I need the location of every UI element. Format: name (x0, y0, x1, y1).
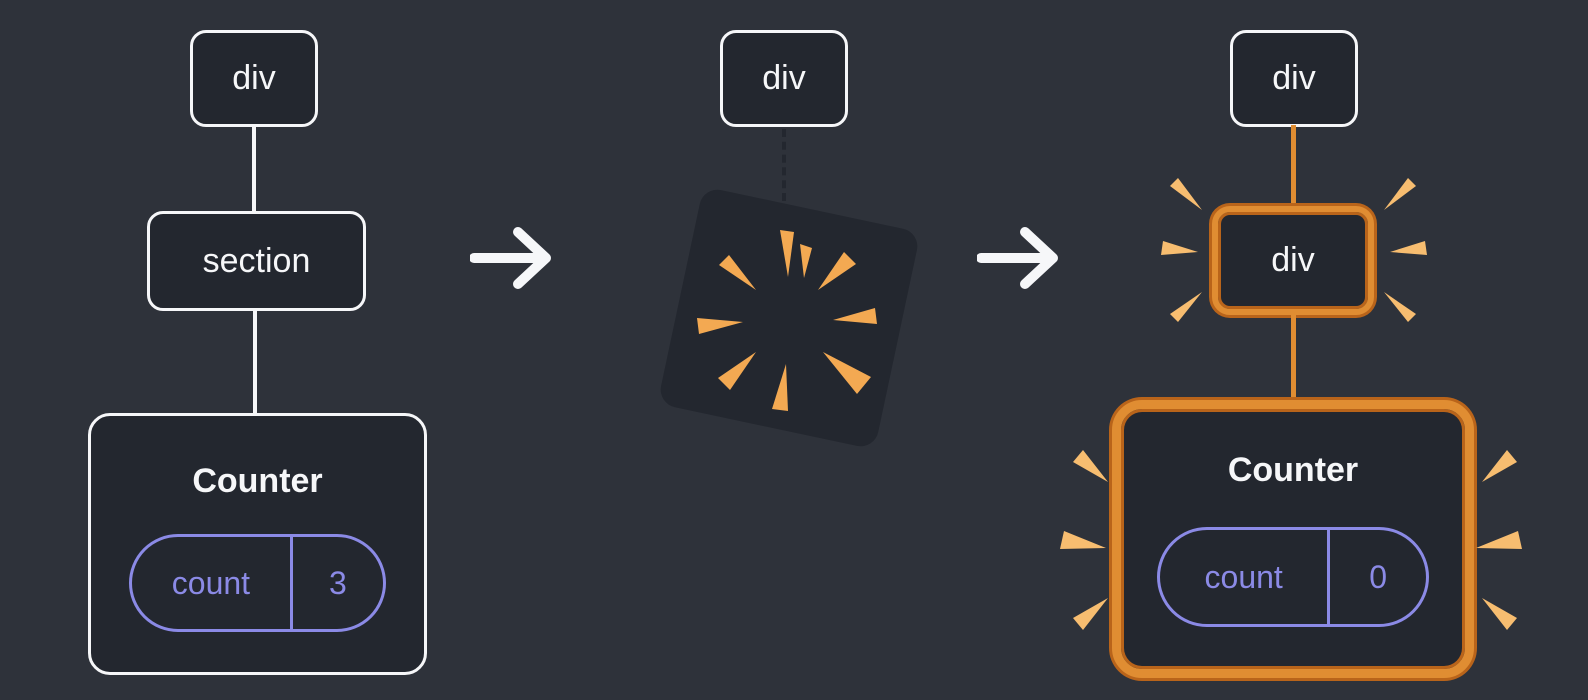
destroyed-node-box (660, 189, 918, 447)
node-label: div (232, 59, 276, 97)
state-pill: count 3 (129, 534, 386, 632)
node-label: div (762, 59, 806, 97)
poof-explosion-icon (660, 189, 918, 447)
sparkle-burst-icon (1161, 178, 1427, 322)
arrow-right-icon (977, 227, 1058, 289)
arrow-right-icon (470, 227, 551, 289)
node-label: section (202, 241, 311, 280)
before-counter-card: Counter count 3 (88, 413, 427, 675)
before-root-div-node: div (190, 30, 318, 127)
after-connector-bottom (1291, 313, 1296, 402)
state-value: 3 (329, 564, 347, 601)
sparkle-rays (1161, 178, 1427, 322)
before-section-node: section (147, 211, 366, 311)
counter-title: Counter (1227, 451, 1359, 489)
poof-shards (697, 230, 877, 411)
counter-title: Counter (192, 462, 323, 500)
deleted-subtree-dashed-connector (782, 129, 786, 201)
node-label: div (1271, 241, 1315, 279)
before-connector-bottom (253, 309, 257, 415)
state-pill-divider (289, 537, 293, 629)
before-connector-top (252, 125, 256, 213)
after-counter-card: Counter count 0 (1112, 400, 1474, 678)
sparkle-burst-icon (1060, 450, 1522, 630)
after-root-div-node: div (1230, 30, 1358, 127)
after-connector-top (1291, 125, 1296, 208)
node-label: div (1272, 59, 1316, 97)
state-pill-divider (1327, 530, 1331, 624)
sparkle-rays (1060, 450, 1522, 630)
state-value: 0 (1369, 558, 1388, 595)
state-label: count (171, 564, 251, 601)
state-pill: count 0 (1157, 527, 1429, 627)
during-root-div-node: div (720, 30, 848, 127)
after-new-div-node: div (1212, 206, 1374, 315)
state-label: count (1204, 558, 1283, 595)
